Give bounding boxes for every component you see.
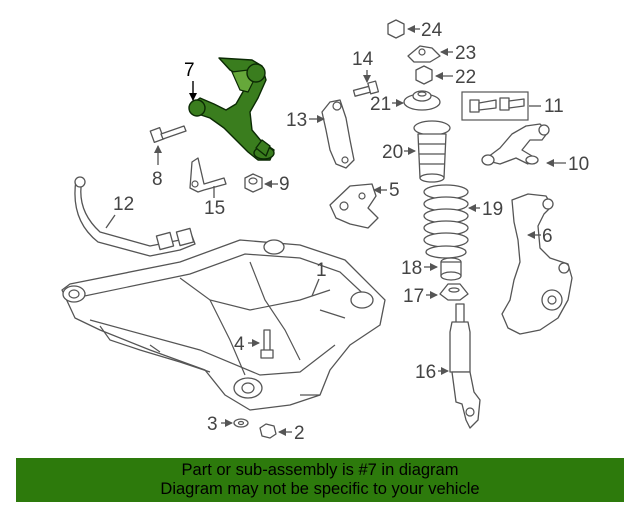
label-part-23: 23 (455, 43, 476, 64)
label-part-22: 22 (455, 67, 476, 88)
bolt-part-8[interactable] (149, 125, 187, 143)
label-part-12: 12 (113, 194, 134, 215)
bolt-part-4[interactable] (260, 329, 274, 359)
label-part-6: 6 (542, 226, 553, 247)
label-part-15: 15 (204, 198, 225, 219)
bolts-part-11[interactable] (461, 91, 529, 121)
label-part-3: 3 (207, 414, 218, 435)
label-part-7: 7 (184, 60, 195, 81)
stabilizer-bar-part[interactable] (74, 176, 196, 257)
washer-part-3[interactable] (233, 418, 249, 428)
knuckle-bracket-part[interactable] (321, 99, 355, 169)
bolt-part-14[interactable] (352, 80, 380, 97)
label-part-13: 13 (286, 110, 307, 131)
label-part-24: 24 (421, 20, 443, 41)
label-part-19: 19 (482, 199, 503, 220)
bracket-part-5[interactable] (329, 183, 379, 229)
label-part-11: 11 (544, 96, 564, 117)
label-part-21: 21 (370, 94, 391, 115)
nut-part-9[interactable] (244, 173, 263, 193)
label-part-8: 8 (152, 169, 163, 190)
upper-control-arm-part[interactable] (188, 57, 275, 161)
label-part-20: 20 (382, 142, 403, 163)
nut-part-22[interactable] (415, 65, 433, 85)
spring-seat-part-17[interactable] (439, 283, 469, 301)
nut-part-2[interactable] (259, 423, 277, 439)
cap-nut-part-24[interactable] (387, 19, 405, 39)
subframe-part[interactable] (61, 239, 386, 411)
label-part-14: 14 (352, 49, 374, 70)
label-part-18: 18 (401, 258, 422, 279)
banner-line-part-number: Part or sub-assembly is #7 in diagram (181, 461, 459, 479)
control-arm-part-10[interactable] (481, 123, 550, 166)
label-part-9: 9 (279, 174, 290, 195)
label-part-16: 16 (415, 362, 436, 383)
suspension-parts-diagram: 1 12 7 8 15 9 1 (61, 19, 589, 444)
link-part-15[interactable] (189, 157, 227, 193)
label-part-10: 10 (568, 154, 589, 175)
mount-plate-part-23[interactable] (407, 45, 441, 63)
label-part-1: 1 (316, 260, 327, 281)
label-part-5: 5 (389, 180, 400, 201)
insulator-part-18[interactable] (440, 257, 462, 281)
bump-stop-part-20[interactable] (413, 120, 451, 183)
info-banner: Part or sub-assembly is #7 in diagram Di… (16, 458, 624, 502)
steering-knuckle-part-6[interactable] (501, 193, 573, 335)
label-part-4: 4 (234, 334, 245, 355)
banner-line-disclaimer: Diagram may not be specific to your vehi… (160, 480, 480, 498)
coil-spring-part-19[interactable] (423, 184, 469, 259)
label-part-17: 17 (403, 286, 424, 307)
strut-mount-part-21[interactable] (403, 90, 441, 111)
label-part-2: 2 (294, 423, 305, 444)
strut-part-16[interactable] (449, 303, 481, 429)
